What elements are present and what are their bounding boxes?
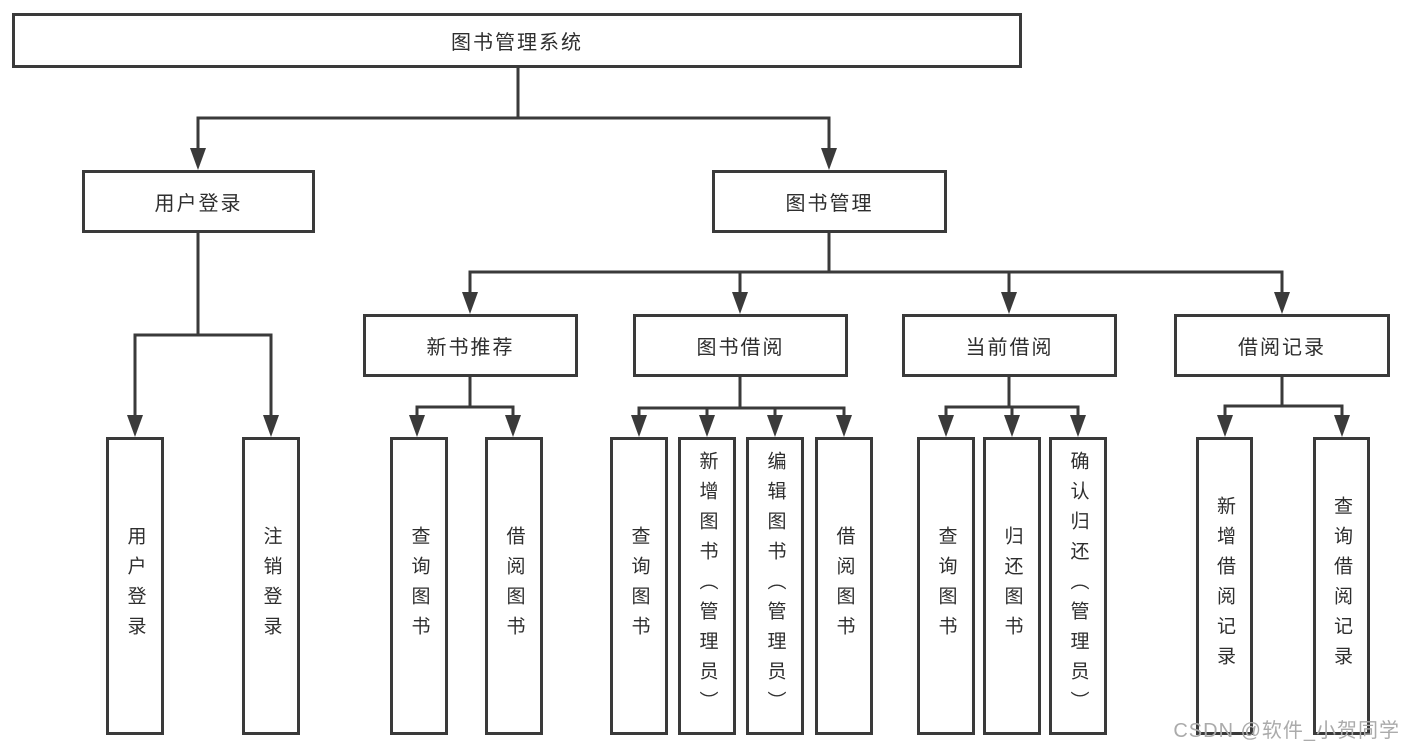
node-new-book-recommend-label: 新书推荐: [426, 337, 515, 359]
node-new-book-recommend: 新书推荐: [363, 314, 578, 377]
leaf-recommend-query-books: 查询图书: [390, 437, 448, 735]
leaf-current-query-books: 查询图书: [917, 437, 975, 735]
leaf-user-login-label: 用户登录: [124, 526, 146, 646]
leaf-records-add-record-label: 新增借阅记录: [1214, 496, 1235, 676]
node-root-label: 图书管理系统: [451, 32, 583, 54]
leaf-records-add-record: 新增借阅记录: [1196, 437, 1253, 735]
leaf-recommend-query-books-label: 查询图书: [408, 526, 430, 646]
leaf-borrowing-add-books-admin: 新增图书（管理员）: [678, 437, 736, 735]
leaf-user-login: 用户登录: [106, 437, 164, 735]
leaf-records-query-record-label: 查询借阅记录: [1331, 496, 1352, 676]
node-current-borrowing: 当前借阅: [902, 314, 1117, 377]
leaf-borrowing-add-books-admin-label: 新增图书（管理员）: [696, 451, 718, 721]
leaf-current-confirm-return-admin: 确认归还（管理员）: [1049, 437, 1107, 735]
node-borrowing-records-label: 借阅记录: [1238, 337, 1326, 359]
node-user-login: 用户登录: [82, 170, 315, 233]
leaf-current-return-books: 归还图书: [983, 437, 1041, 735]
leaf-borrowing-edit-books-admin: 编辑图书（管理员）: [746, 437, 804, 735]
node-book-borrowing: 图书借阅: [633, 314, 848, 377]
leaf-current-return-books-label: 归还图书: [1001, 526, 1023, 646]
leaf-borrowing-query-books-label: 查询图书: [628, 526, 650, 646]
node-user-login-label: 用户登录: [154, 193, 243, 215]
leaf-borrowing-edit-books-admin-label: 编辑图书（管理员）: [764, 451, 786, 721]
leaf-borrowing-borrow-books-label: 借阅图书: [833, 526, 855, 646]
node-book-management-label: 图书管理: [785, 193, 874, 215]
leaf-records-query-record: 查询借阅记录: [1313, 437, 1370, 735]
leaf-borrowing-borrow-books: 借阅图书: [815, 437, 873, 735]
leaf-recommend-borrow-books: 借阅图书: [485, 437, 543, 735]
leaf-recommend-borrow-books-label: 借阅图书: [503, 526, 525, 646]
leaf-current-query-books-label: 查询图书: [935, 526, 957, 646]
csdn-watermark: CSDN @软件_小贺同学: [1173, 720, 1400, 742]
leaf-logout-label: 注销登录: [260, 526, 282, 646]
node-root: 图书管理系统: [12, 13, 1022, 68]
node-borrowing-records: 借阅记录: [1174, 314, 1390, 377]
node-book-management: 图书管理: [712, 170, 947, 233]
node-book-borrowing-label: 图书借阅: [696, 337, 785, 359]
leaf-borrowing-query-books: 查询图书: [610, 437, 668, 735]
node-current-borrowing-label: 当前借阅: [965, 337, 1054, 359]
leaf-current-confirm-return-admin-label: 确认归还（管理员）: [1067, 451, 1089, 721]
leaf-logout: 注销登录: [242, 437, 300, 735]
